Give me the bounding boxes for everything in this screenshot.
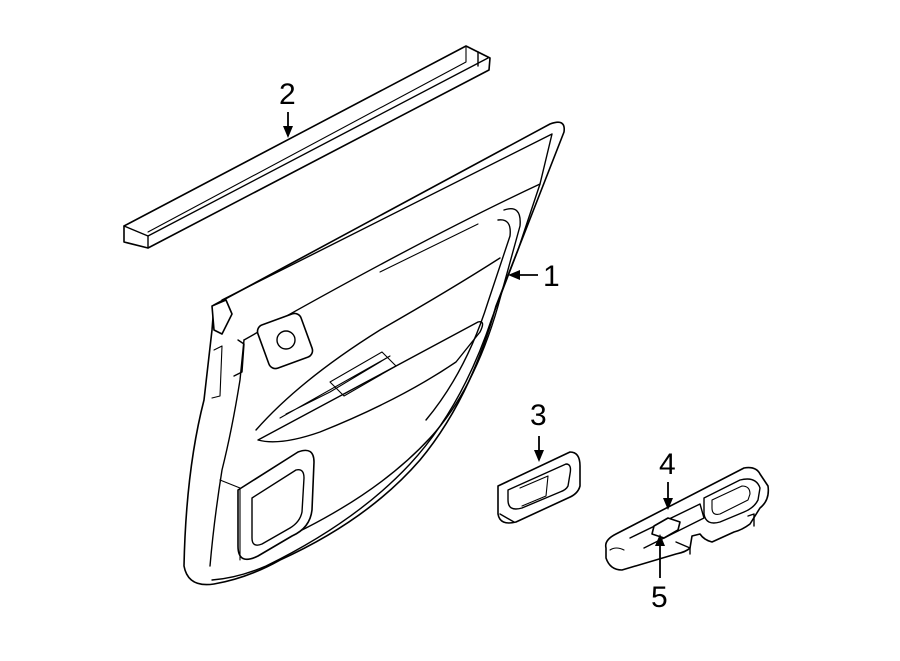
window-switch-part: [651, 517, 681, 539]
callout-2-label: 2: [279, 78, 296, 111]
callout-4: 4: [659, 448, 676, 510]
callout-3-label: 3: [530, 399, 547, 432]
callout-1: 1: [508, 260, 560, 293]
door-trim-panel-part: [183, 121, 566, 586]
weatherstrip-part: [123, 45, 491, 249]
callout-1-label: 1: [543, 260, 560, 293]
switch-bezel-part: [604, 466, 770, 571]
callout-4-label: 4: [659, 448, 676, 481]
callout-2: 2: [279, 78, 296, 138]
callout-5-label: 5: [651, 581, 668, 614]
callout-5: 5: [651, 534, 668, 614]
callout-3: 3: [530, 399, 547, 462]
handle-bezel-part: [497, 451, 581, 524]
